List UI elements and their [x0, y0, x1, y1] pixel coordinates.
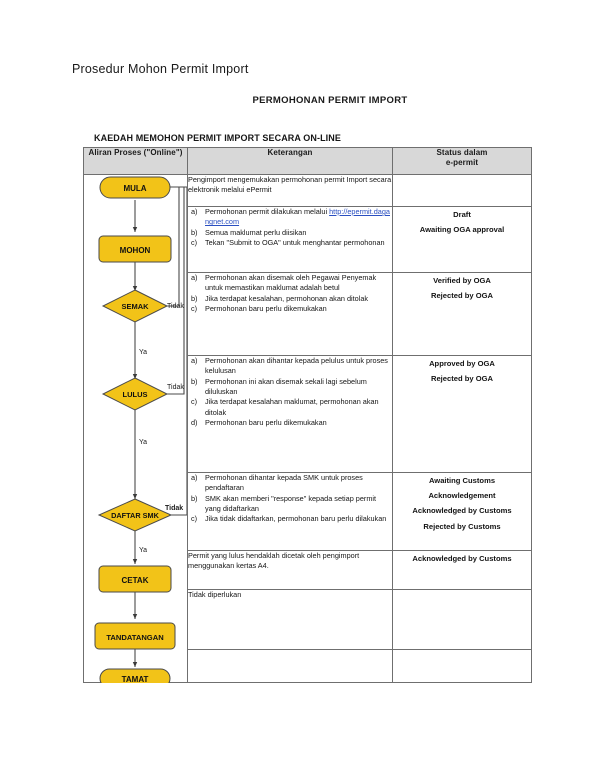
table-header: Aliran Proses ("Online") Keterangan Stat… [83, 147, 532, 175]
description-cell-tamat [187, 649, 393, 683]
flowchart-cell [83, 174, 188, 683]
status-cell-lulus: Approved by OGA Rejected by OGA [392, 355, 532, 473]
description-cell-daftar-smk: a)Permohonan dihantar kepada SMK untuk p… [187, 472, 393, 551]
list-marker: c) [191, 304, 198, 314]
table-row: Pengimport mengemukakan permohonan permi… [83, 174, 532, 683]
status-text: Acknowledged by Customs [412, 554, 512, 563]
description-cell-cetak: Permit yang lulus hendaklah dicetak oleh… [187, 550, 393, 590]
status-text: Awaiting OGA approval [419, 225, 505, 235]
table-row: a)Permohonan akan disemak oleh Pegawai P… [84, 272, 532, 356]
document-title: PERMOHONAN PERMIT IMPORT [252, 95, 408, 106]
list-marker: c) [191, 514, 198, 524]
description-list: a)Permohonan dihantar kepada SMK untuk p… [188, 473, 392, 525]
epermit-link[interactable]: http://epermit.dagangnet.com [205, 207, 390, 227]
procedure-table: Aliran Proses ("Online") Keterangan Stat… [83, 147, 532, 683]
table-body: Pengimport mengemukakan permohonan permi… [83, 174, 532, 683]
table-row [84, 649, 532, 683]
description-list: a)Permohonan akan disemak oleh Pegawai P… [188, 273, 392, 314]
column-header-process-flow: Aliran Proses ("Online") [83, 147, 188, 175]
description-list-item: b)Semua maklumat perlu diisikan [191, 227, 307, 237]
list-marker: b) [191, 227, 198, 237]
description-cell-lulus: a)Permohonan akan dihantar kepada pelulu… [187, 355, 393, 473]
description-text: Permit yang lulus hendaklah dicetak oleh… [188, 551, 360, 571]
description-list-item: c)Jika tidak didaftarkan, permohonan bar… [191, 514, 387, 524]
status-text: Awaiting Customs [428, 476, 496, 485]
description-list-item: b)Permohonan ini akan disemak sekali lag… [191, 376, 367, 397]
status-text: Rejected by OGA [430, 291, 494, 301]
status-text: Acknowledged by Customs [412, 506, 512, 516]
list-marker: a) [191, 273, 198, 282]
list-marker: b) [191, 293, 198, 303]
description-list-item: a)Permohonan dihantar kepada SMK untuk p… [191, 473, 363, 493]
description-list: a)Permohonan akan dihantar kepada pelulu… [188, 356, 392, 429]
table-header-row: Aliran Proses ("Online") Keterangan Stat… [83, 147, 532, 175]
table-row: a)Permohonan dihantar kepada SMK untuk p… [84, 472, 532, 551]
description-list-item: a)Permohonan permit dilakukan melalui ht… [191, 207, 390, 227]
list-marker: a) [191, 356, 198, 365]
description-text: Pengimport mengemukakan permohonan permi… [188, 175, 392, 195]
description-list-item: c)Permohonan baru perlu dikemukakan [191, 304, 327, 314]
column-header-status-line2: e-permit [445, 157, 479, 167]
list-marker: c) [191, 238, 198, 248]
description-list-item: a)Permohonan akan dihantar kepada pelulu… [191, 356, 388, 376]
status-cell-tandatangan [392, 589, 532, 650]
column-header-status-line1: Status dalam [436, 148, 488, 157]
description-list-item: c)Jika terdapat kesalahan maklumat, perm… [191, 397, 379, 417]
page-title: Prosedur Mohon Permit Import [72, 62, 249, 76]
description-list-item: b)SMK akan memberi "response" kepada set… [191, 493, 377, 514]
status-cell-tamat [392, 649, 532, 683]
status-text: Rejected by Customs [423, 521, 501, 531]
status-cell-semak: Verified by OGA Rejected by OGA [392, 272, 532, 356]
status-text: Approved by OGA [429, 359, 495, 368]
description-list-item: c)Tekan "Submit to OGA" untuk menghantar… [191, 238, 385, 248]
description-cell-semak: a)Permohonan akan disemak oleh Pegawai P… [187, 272, 393, 356]
description-cell-mohon: a)Permohonan permit dilakukan melalui ht… [187, 206, 393, 273]
description-list-item: a)Permohonan akan disemak oleh Pegawai P… [191, 273, 377, 293]
list-marker: a) [191, 473, 198, 482]
status-text: Acknowledgement [428, 491, 496, 501]
list-marker: d) [191, 418, 198, 428]
list-marker: a) [191, 207, 198, 216]
description-text: Tidak diperlukan [188, 590, 242, 599]
description-cell-tandatangan: Tidak diperlukan [187, 589, 393, 650]
list-marker: b) [191, 493, 198, 503]
column-header-description: Keterangan [187, 147, 393, 175]
list-marker: b) [191, 376, 198, 386]
status-text: Rejected by OGA [430, 374, 494, 384]
section-title: KAEDAH MEMOHON PERMIT IMPORT SECARA ON-L… [94, 133, 341, 143]
status-text: Verified by OGA [433, 276, 491, 285]
description-list-item: d)Permohonan baru perlu dikemukakan [191, 418, 327, 428]
status-text: Draft [453, 210, 471, 219]
table-row: Tidak diperlukan [84, 589, 532, 650]
list-marker: c) [191, 397, 198, 407]
table-row: a)Permohonan permit dilakukan melalui ht… [84, 206, 532, 273]
description-list: a)Permohonan permit dilakukan melalui ht… [188, 207, 392, 248]
table-row: Permit yang lulus hendaklah dicetak oleh… [84, 550, 532, 590]
description-list-item: b)Jika terdapat kesalahan, permohonan ak… [191, 293, 369, 303]
description-cell-mula: Pengimport mengemukakan permohonan permi… [187, 174, 393, 207]
status-cell-cetak: Acknowledged by Customs [392, 550, 532, 590]
column-header-status: Status dalam e-permit [392, 147, 532, 175]
status-cell-mula [392, 174, 532, 207]
